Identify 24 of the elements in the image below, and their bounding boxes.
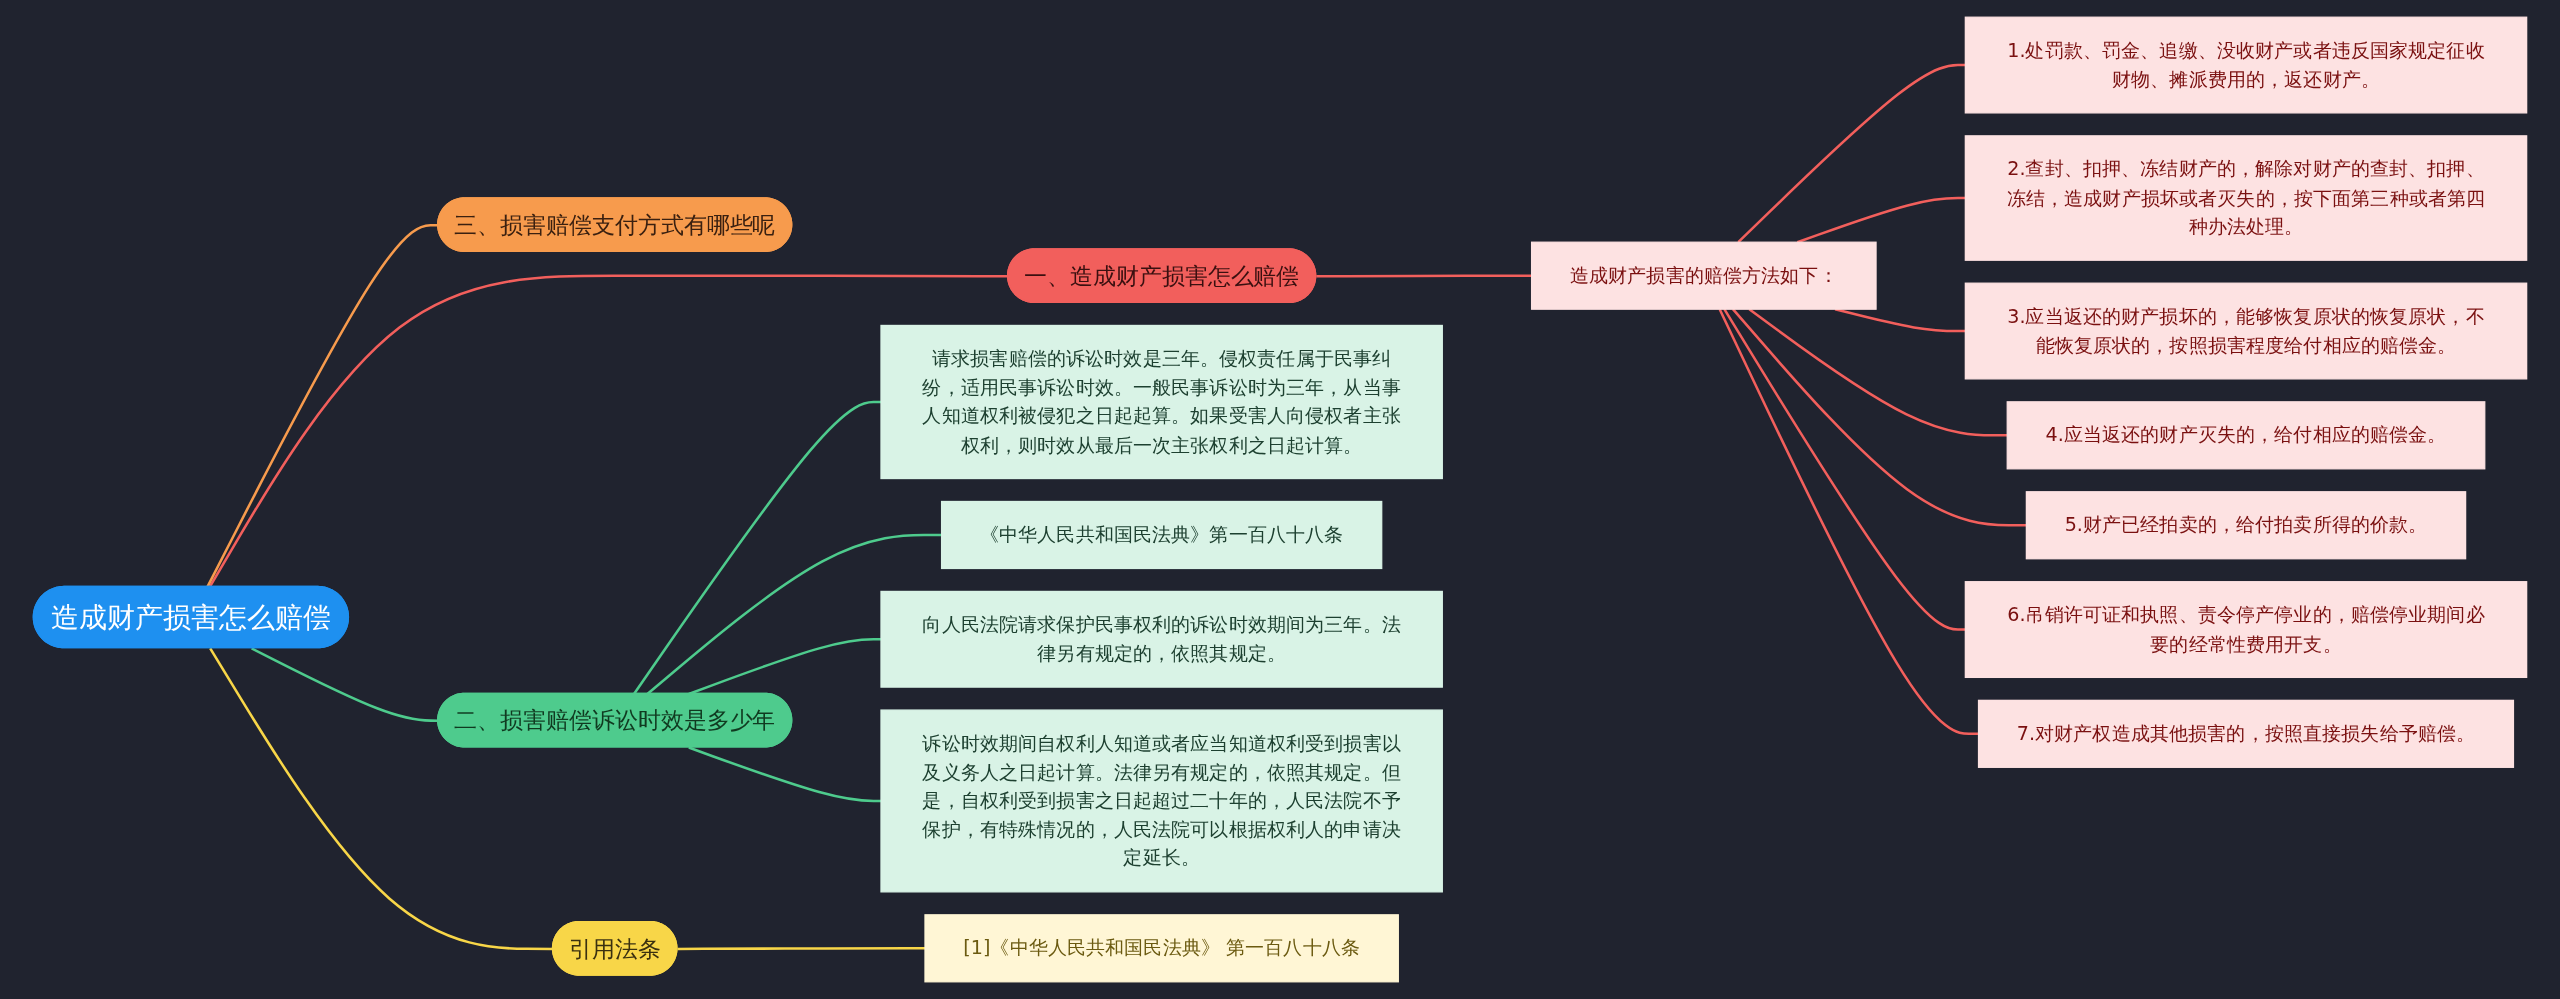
node-box: 3.应当返还的财产损坏的，能够恢复原状的恢复原状，不能恢复原状的，按照损害程度给付相应的赔偿金。 (1964, 282, 2528, 380)
node-box: 6.吊销许可证和执照、责令停产停业的，赔偿停业期间必要的经常性费用开支。 (1964, 581, 2528, 678)
connector (688, 746, 881, 803)
connector (1316, 274, 1532, 278)
connector (677, 947, 925, 951)
node-box: 1.处罚款、罚金、追缴、没收财产或者违反国家规定征收财物、摊派费用的，返还财产。 (1964, 16, 2528, 114)
connector (646, 533, 942, 695)
connector (1737, 63, 1966, 244)
node-box: 诉讼时效期间自权利人知道或者应当知道权利受到损害以及义务人之日起计算。法律另有规定的，依照其规定。但是，自权利受到损害之日起超过二十年的，人民法院不予保护，有特殊情况的，人民法院可以根据权利人的申请决定延长。 (880, 709, 1443, 893)
node-box: 5.财产已经拍卖的，给付拍卖所得的价款。 (2025, 491, 2467, 560)
node-box: 《中华人民共和国民法典》第一百八十八条 (940, 500, 1383, 570)
node-box: 向人民法院请求保护民事权利的诉讼时效期间为三年。法律另有规定的，依照其规定。 (880, 590, 1443, 688)
connector (1731, 308, 2027, 527)
node-box: 7.对财产权造成其他损害的，按照直接损失给予赔偿。 (1977, 699, 2515, 768)
connector (632, 400, 881, 695)
node-box: 请求损害赔偿的诉讼时效是三年。侵权责任属于民事纠纷，适用民事诉讼时效。一般民事诉讼时为三年，从当事人知道权利被侵犯之日起起算。如果受害人向侵权者主张权利，则时效从最后一次主张权利之日起计算。 (880, 324, 1443, 480)
node-box: 4.应当返还的财产灭失的，给付相应的赔偿金。 (2006, 401, 2486, 470)
node-box: [1]《中华人民共和国民法典》 第一百八十八条 (924, 914, 1399, 983)
connector (1723, 308, 1966, 631)
connector (1796, 196, 1966, 244)
node-box: 造成财产损害的赔偿方法如下： (1530, 241, 1877, 310)
node-box: 2.查封、扣押、冻结财产的，解除对财产的查封、扣押、冻结，造成财产损坏或者灭失的，按下面第三种或者第四种办法处理。 (1964, 135, 2528, 261)
connector (1718, 308, 1979, 736)
connector (1748, 308, 2008, 437)
